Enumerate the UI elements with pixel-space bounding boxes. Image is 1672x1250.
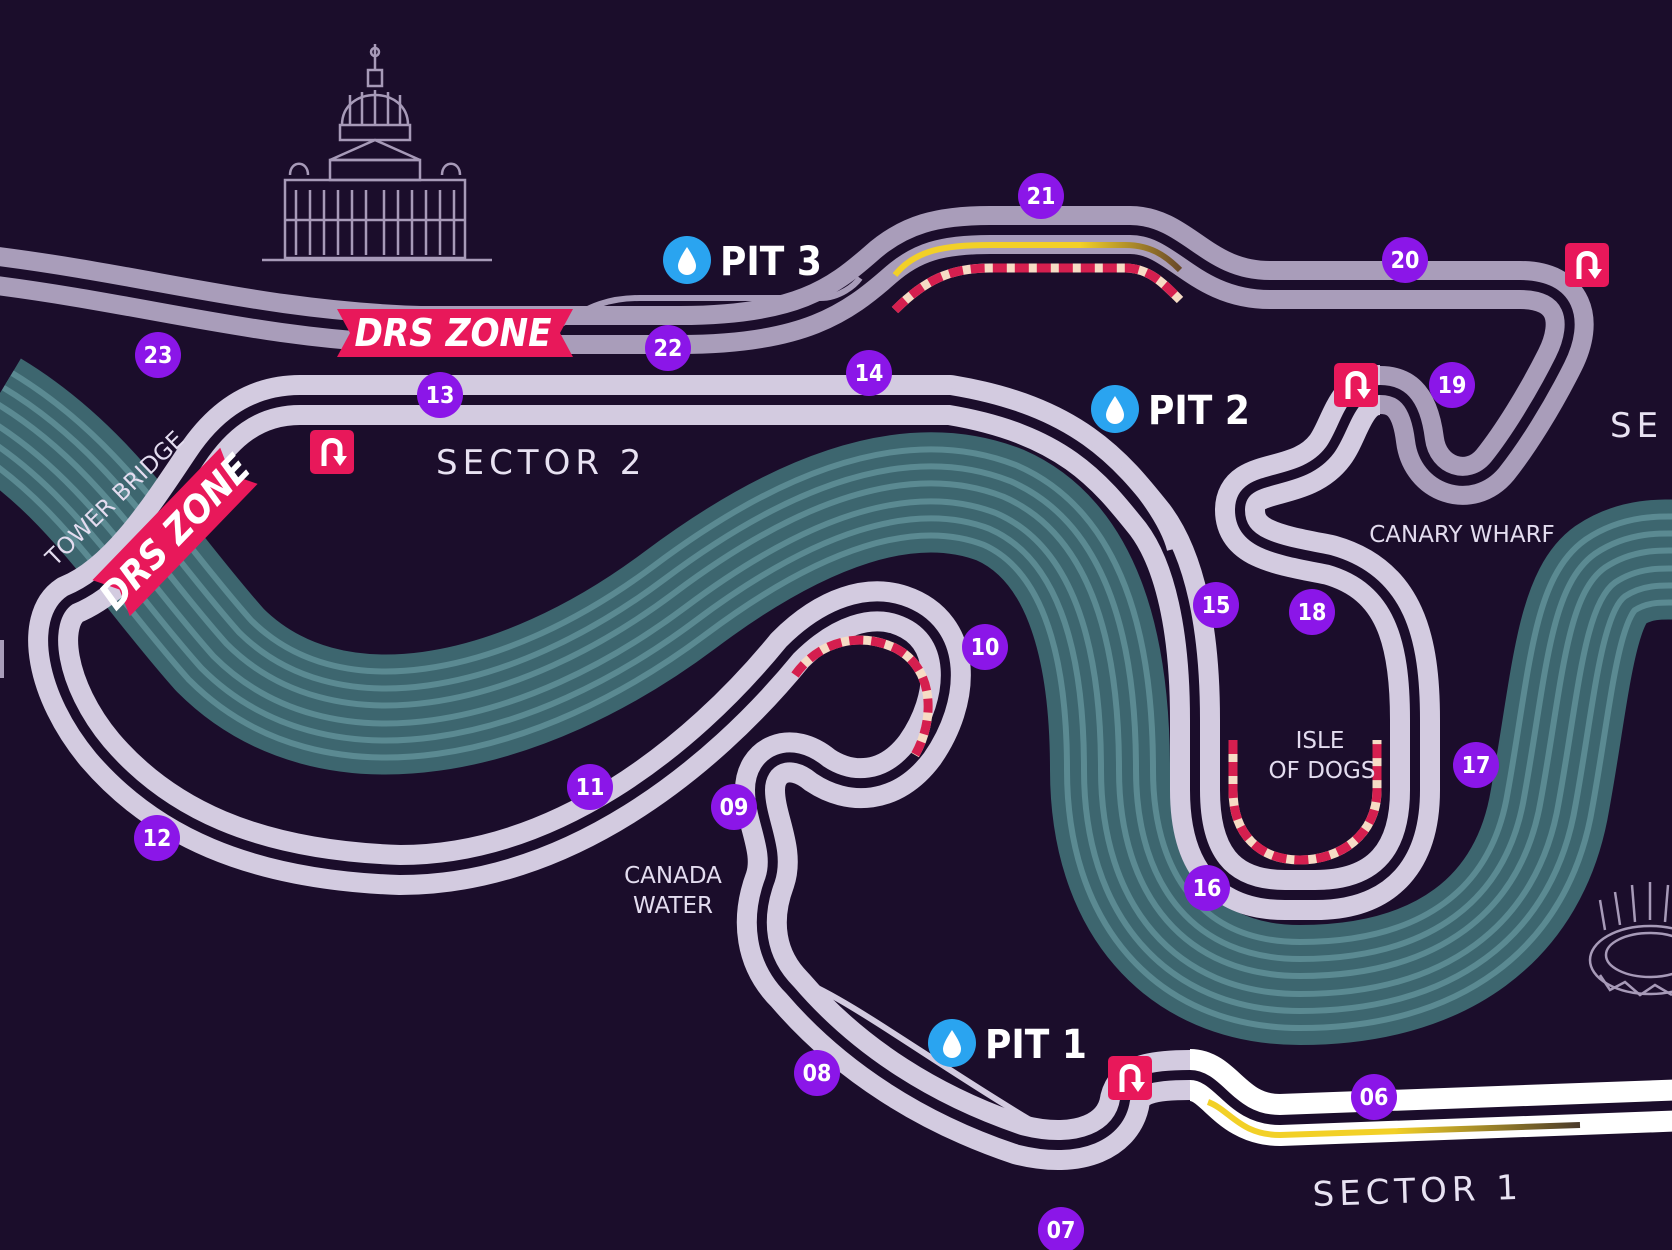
turn-marker-20: 20 — [1382, 237, 1428, 283]
st-pauls-cathedral-icon — [262, 44, 492, 262]
track-sector-2 — [28, 365, 1440, 1170]
svg-text:19: 19 — [1438, 373, 1467, 399]
drs-zone-label: DRS ZONE — [354, 311, 551, 355]
drs-zone-top: DRS ZONE — [337, 309, 573, 357]
u-turn-arrow-icon — [1565, 243, 1609, 287]
turn-marker-14: 14 — [846, 350, 892, 396]
canary-wharf-label: CANARY WHARF — [1369, 522, 1555, 548]
turn-marker-21: 21 — [1018, 173, 1064, 219]
turn-marker-12: 12 — [134, 815, 180, 861]
svg-text:20: 20 — [1391, 248, 1420, 274]
sector-2-label: SECTOR 2 — [436, 443, 646, 483]
svg-text:11: 11 — [576, 775, 605, 801]
svg-text:09: 09 — [720, 795, 749, 821]
turn-marker-17: 17 — [1453, 742, 1499, 788]
turn-marker-22: 22 — [645, 325, 691, 371]
turn-marker-06: 06 — [1351, 1074, 1397, 1120]
pit-marker-3: PIT 3 — [663, 236, 822, 285]
pit-label: PIT 3 — [720, 239, 822, 285]
yellow-racing-line-sector-1 — [1206, 1099, 1581, 1139]
pit-label: PIT 1 — [985, 1022, 1087, 1068]
svg-text:07: 07 — [1047, 1218, 1076, 1244]
turn-marker-19: 19 — [1429, 362, 1475, 408]
track-sector-1 — [1186, 1049, 1672, 1146]
svg-text:21: 21 — [1027, 184, 1056, 210]
turn-marker-16: 16 — [1184, 865, 1230, 911]
turn-marker-07: 07 — [1038, 1207, 1084, 1250]
svg-text:22: 22 — [654, 336, 683, 362]
stadium-icon — [1588, 882, 1672, 997]
svg-text:12: 12 — [143, 826, 172, 852]
turn-marker-18: 18 — [1289, 589, 1335, 635]
u-turn-arrow-icon — [1334, 363, 1378, 407]
kerbs — [791, 263, 1382, 865]
svg-text:15: 15 — [1202, 593, 1231, 619]
pit-marker-1: PIT 1 — [928, 1019, 1087, 1068]
pit-label: PIT 2 — [1148, 388, 1250, 434]
turn-marker-10: 10 — [962, 624, 1008, 670]
u-turn-arrow-icon — [1108, 1056, 1152, 1100]
turn-markers: 06 07 08 09 10 11 12 13 14 15 16 17 18 1… — [134, 173, 1499, 1250]
svg-text:08: 08 — [803, 1061, 832, 1087]
svg-text:23: 23 — [144, 343, 173, 369]
river-thames — [0, 358, 1672, 1046]
u-turn-arrow-icon — [310, 430, 354, 474]
turn-marker-13: 13 — [417, 372, 463, 418]
turn-marker-08: 08 — [794, 1050, 840, 1096]
turn-marker-23: 23 — [135, 332, 181, 378]
canada-water-label-line2: WATER — [633, 893, 713, 919]
svg-text:14: 14 — [855, 361, 884, 387]
sector-3-label-partial: SE — [1610, 406, 1663, 446]
svg-text:18: 18 — [1298, 600, 1327, 626]
pit-marker-2: PIT 2 — [1091, 385, 1250, 434]
turn-marker-11: 11 — [567, 764, 613, 810]
turn-marker-15: 15 — [1193, 582, 1239, 628]
svg-text:17: 17 — [1462, 753, 1491, 779]
isle-of-dogs-label-line1: ISLE — [1296, 728, 1345, 754]
canada-water-label-line1: CANADA — [624, 863, 722, 889]
turn-marker-09: 09 — [711, 784, 757, 830]
svg-text:13: 13 — [426, 383, 455, 409]
svg-text:10: 10 — [971, 635, 1000, 661]
svg-text:06: 06 — [1360, 1085, 1389, 1111]
isle-of-dogs-label-line2: OF DOGS — [1269, 758, 1376, 784]
sector-1-label: SECTOR 1 — [1312, 1168, 1524, 1215]
left-edge-marker — [0, 640, 4, 678]
svg-text:16: 16 — [1193, 876, 1222, 902]
yellow-racing-line-sector-3 — [892, 242, 1183, 277]
